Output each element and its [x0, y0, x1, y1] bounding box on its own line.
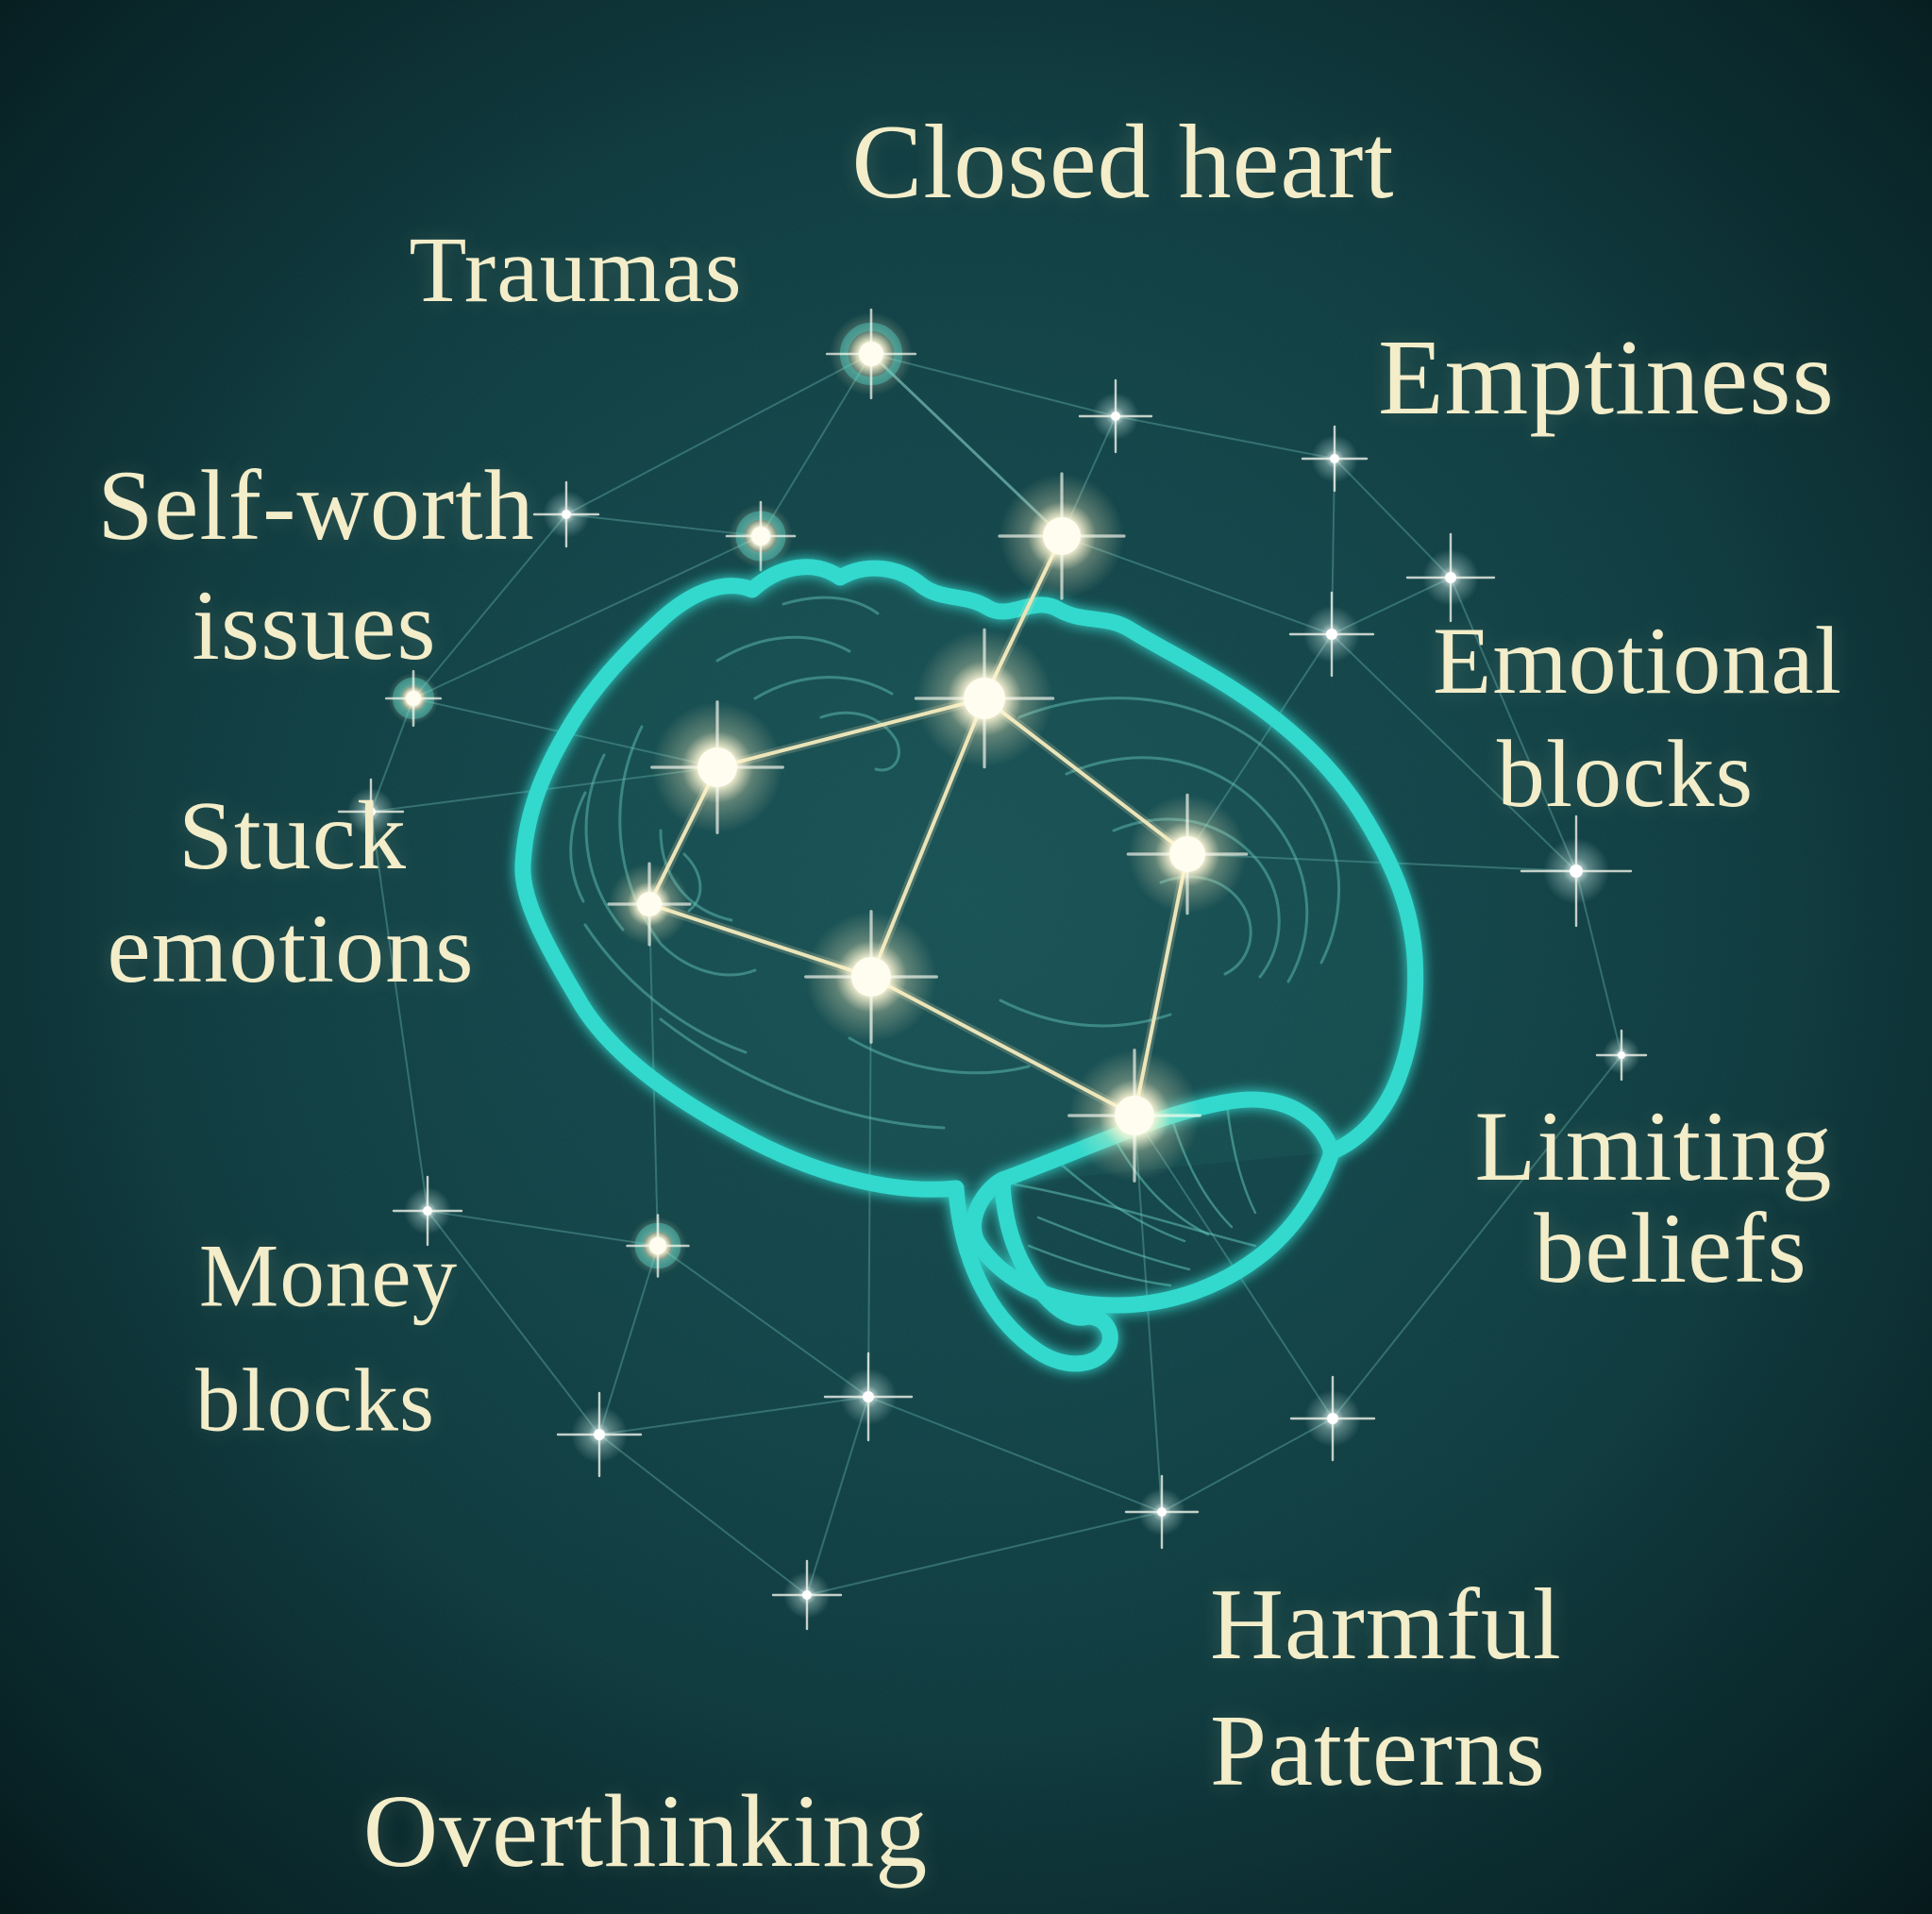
label-harmful-line2: Patterns [1210, 1695, 1546, 1807]
label-harmful-line1: Harmful [1210, 1569, 1562, 1681]
label-traumas: Traumas [409, 217, 743, 322]
label-emotional-line1: Emotional [1433, 608, 1842, 714]
label-limiting-line2: beliefs [1534, 1193, 1807, 1303]
label-closed-heart: Closed heart [851, 104, 1395, 221]
label-overthinking: Overthinking [362, 1773, 929, 1889]
label-limiting-line1: Limiting [1474, 1091, 1833, 1201]
label-money-line2: blocks [194, 1350, 436, 1451]
label-emptiness: Emptiness [1378, 317, 1835, 437]
label-stuck-line1: Stuck [178, 781, 407, 890]
label-self-worth-line1: Self-worth [97, 450, 535, 561]
label-money-line1: Money [198, 1225, 459, 1326]
label-stuck-line2: emotions [107, 895, 475, 1003]
label-emotional-line2: blocks [1496, 721, 1755, 828]
label-self-worth-line2: issues [192, 570, 437, 680]
